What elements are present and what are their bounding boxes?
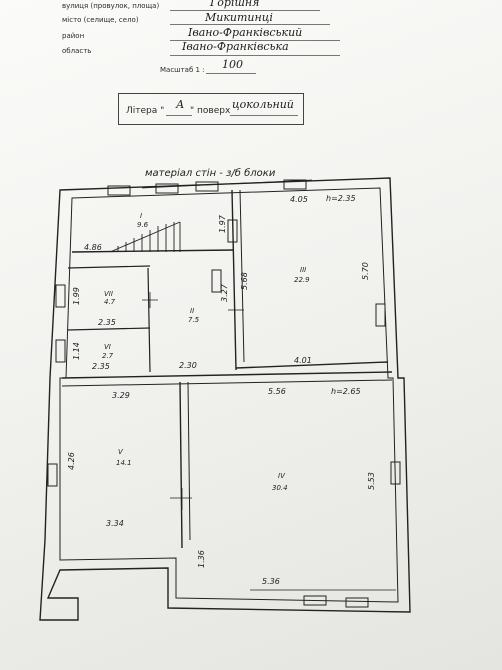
window-5 <box>375 303 386 327</box>
window-9 <box>55 339 66 363</box>
dim-4-26: 4.26 <box>67 452 76 470</box>
dim-5-68: 5.68 <box>240 272 249 290</box>
room-iii-area: 22.9 <box>294 276 310 284</box>
windows <box>47 179 401 608</box>
dim-2-30: 2.30 <box>179 361 197 370</box>
room-iv-id: IV <box>278 472 286 480</box>
dim-4-05: 4.05 <box>290 195 308 204</box>
wall-v-iv <box>179 381 183 549</box>
window-1 <box>107 185 131 196</box>
window-13 <box>211 269 222 293</box>
wall-iii-south <box>235 361 389 369</box>
region-underline <box>170 55 340 56</box>
street-value: Горішня <box>210 0 260 9</box>
window-2 <box>155 183 179 194</box>
town-underline <box>170 24 330 25</box>
region-value: Івано-Франківська <box>182 40 289 53</box>
town-label: місто (селище, село) <box>62 16 139 24</box>
dim-5-36: 5.36 <box>262 577 280 586</box>
room-v-id: V <box>118 448 124 456</box>
wall-vii-ii <box>147 267 151 373</box>
cross-mark-3 <box>170 488 192 510</box>
room-vii-area: 4.7 <box>104 298 116 306</box>
room-v-area: 14.1 <box>116 459 132 467</box>
town-value: Микитинці <box>205 11 273 24</box>
staircase <box>109 221 181 253</box>
region-label: область <box>62 47 92 55</box>
dim-3-29: 3.29 <box>112 391 130 400</box>
outer-wall-outer <box>39 177 411 621</box>
room-vii-id: VII <box>104 290 113 298</box>
dim-h-2-65: h=2.65 <box>331 387 361 396</box>
litera-box <box>118 93 304 125</box>
room-iv-area: 30.4 <box>272 484 288 492</box>
wall-ii-iv <box>61 371 393 379</box>
litera-value: А <box>176 98 185 111</box>
scale-value: 100 <box>222 58 243 71</box>
wall-ii-iv-2 <box>61 379 393 387</box>
dim-2-35-a: 2.35 <box>98 318 116 327</box>
floor-label: " поверх <box>190 106 231 116</box>
wall-iii-west <box>231 189 237 371</box>
floor-underline <box>230 115 298 116</box>
district-label: район <box>62 32 85 40</box>
dim-3-34: 3.34 <box>106 519 124 528</box>
wall-note: матеріал стін - з/б блоки <box>145 167 276 179</box>
dim-h-2-35: h=2.35 <box>326 194 356 203</box>
wall-i-ii <box>71 249 235 253</box>
window-6 <box>390 461 401 485</box>
wall-v-iv-2 <box>187 381 191 541</box>
dim-5-53: 5.53 <box>367 472 376 490</box>
litera-underline <box>166 115 192 116</box>
dim-5-70: 5.70 <box>361 262 370 280</box>
scale-underline <box>206 73 256 74</box>
wall-vii-vi <box>67 327 151 331</box>
dim-2-35-b: 2.35 <box>92 362 110 371</box>
window-4 <box>283 179 307 190</box>
wall-vii-top <box>67 265 151 269</box>
dim-3-27: 3.27 <box>220 283 229 302</box>
cross-mark-1 <box>142 292 158 308</box>
room-ii-id: II <box>190 307 194 315</box>
window-8 <box>55 284 66 308</box>
wall-note-line <box>141 179 313 189</box>
window-11 <box>345 597 369 608</box>
window-10 <box>303 595 327 606</box>
room-vi-id: VI <box>104 343 111 351</box>
room-ii-area: 7.5 <box>188 316 200 324</box>
room-vi-area: 2.7 <box>102 352 114 360</box>
litera-label: Літера " <box>126 106 165 116</box>
dim-4-86: 4.86 <box>84 243 102 252</box>
dim-4-01: 4.01 <box>294 356 312 365</box>
room-iii-id: III <box>300 266 306 274</box>
district-value: Івано-Франківський <box>188 26 303 39</box>
window-3 <box>195 181 219 192</box>
dim-1-14: 1.14 <box>72 342 81 360</box>
dim-1-97: 1.97 <box>218 214 227 233</box>
wall-iii-west-2 <box>239 189 245 363</box>
street-label: вулиця (провулок, площа) <box>62 2 160 10</box>
dim-1-99: 1.99 <box>72 287 81 305</box>
room-i-id: I <box>140 212 142 220</box>
window-12 <box>227 219 238 243</box>
scale-label: Масштаб 1 : <box>160 66 205 74</box>
dim-1-36: 1.36 <box>197 550 206 568</box>
district-underline <box>170 40 340 41</box>
dim-5-56: 5.56 <box>268 387 286 396</box>
street-underline <box>170 10 320 11</box>
floor-value: цокольний <box>232 98 294 111</box>
room-i-area: 9.6 <box>137 221 149 229</box>
window-7 <box>47 463 58 487</box>
